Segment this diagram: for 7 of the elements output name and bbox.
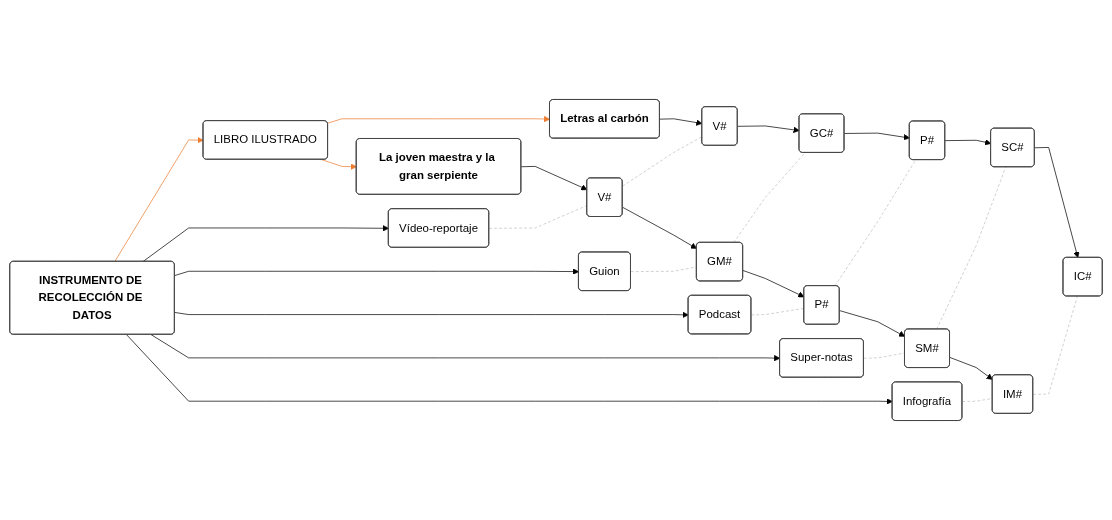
connector <box>750 307 805 316</box>
connector <box>733 152 806 243</box>
connector <box>1032 295 1078 395</box>
connector <box>488 205 588 229</box>
connector <box>961 398 993 402</box>
connector <box>834 159 916 287</box>
connector <box>622 136 703 187</box>
